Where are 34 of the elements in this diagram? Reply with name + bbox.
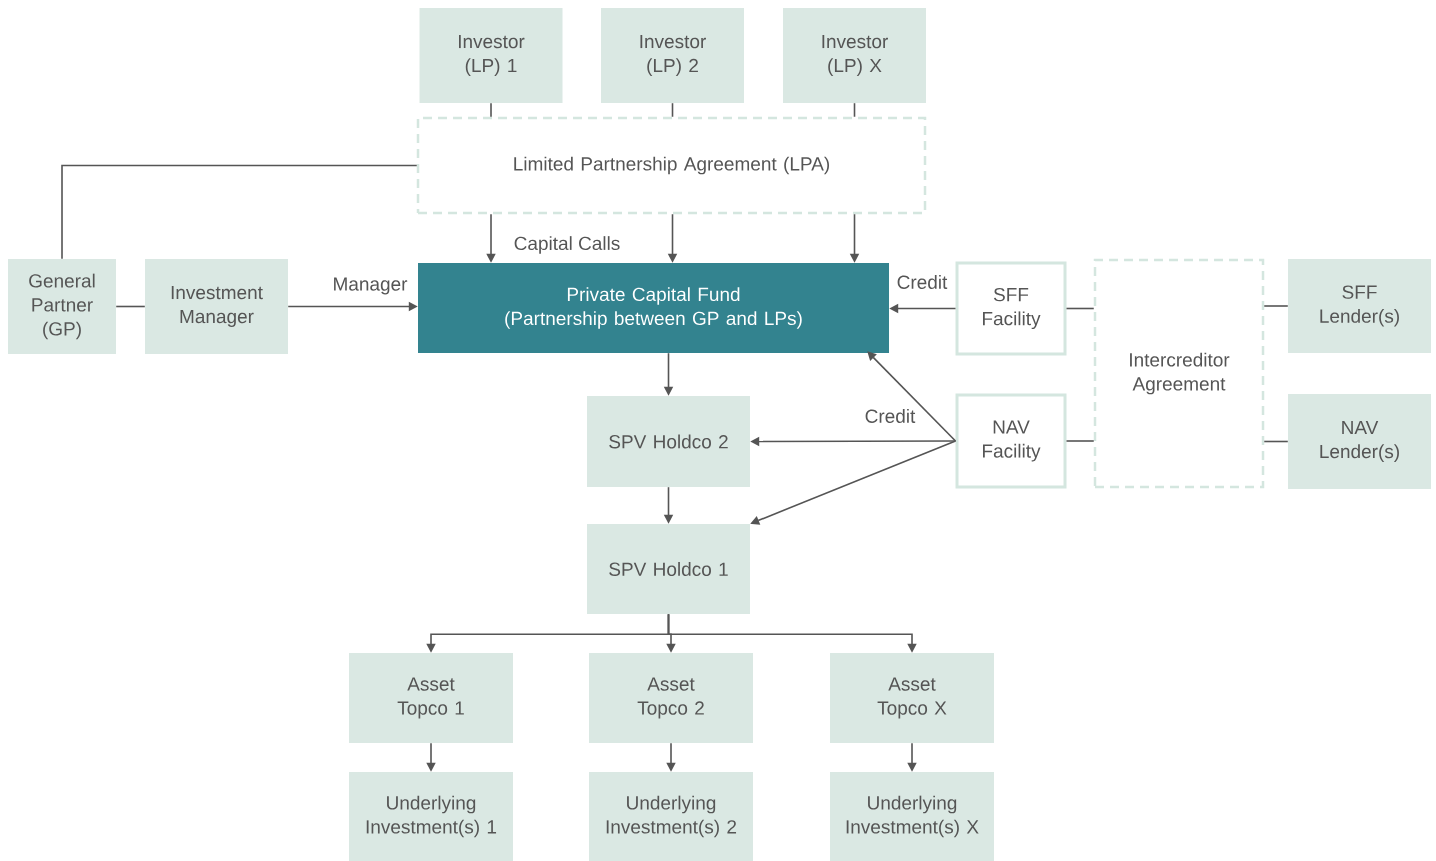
holdco-box: SPV Holdco 1 [587, 524, 750, 614]
investment-box: Underlying Investment(s) X [830, 772, 994, 861]
lender-box: SFF Lender(s) [1288, 259, 1431, 353]
connector-line [115, 305, 146, 308]
connector-line [671, 102, 674, 118]
investor-box: Investor (LP) 1 [419, 8, 563, 103]
fund-box: Private Capital Fund (Partnership between GP and LPs) [418, 263, 889, 353]
agreement-box: Limited Partnership Agreement (LPA) [416, 116, 927, 215]
investment-box: Underlying Investment(s) 2 [589, 772, 753, 861]
connector-line [1065, 440, 1095, 442]
edge-label: Manager [331, 276, 409, 296]
facility-box: NAV Facility [955, 393, 1067, 489]
investor-box: Investor (LP) X [783, 8, 926, 103]
manager-box: Investment Manager [145, 259, 288, 354]
edge-label: Credit [895, 274, 949, 290]
connector-line [1263, 440, 1289, 443]
lender-box: NAV Lender(s) [1288, 394, 1431, 489]
investment-box: Underlying Investment(s) 1 [349, 772, 513, 861]
holdco-box: SPV Holdco 2 [587, 396, 750, 487]
topco-box: Asset Topco 1 [349, 653, 513, 743]
connector-line [853, 102, 856, 118]
topco-box: Asset Topco 2 [589, 653, 753, 743]
agreement-box: Intercreditor Agreement [1093, 258, 1265, 489]
facility-box: SFF Facility [955, 261, 1067, 356]
arrow [867, 351, 957, 442]
edge-label: Credit [863, 408, 917, 424]
investor-box: Investor (LP) 2 [601, 8, 744, 103]
partner-box: General Partner (GP) [8, 259, 116, 354]
connector-line [1065, 307, 1095, 310]
topco-box: Asset Topco X [830, 653, 994, 743]
connector-line [490, 102, 492, 118]
edge-label: Capital Calls [512, 235, 622, 255]
connector-line [61, 164, 418, 260]
connector-line [1263, 305, 1289, 307]
